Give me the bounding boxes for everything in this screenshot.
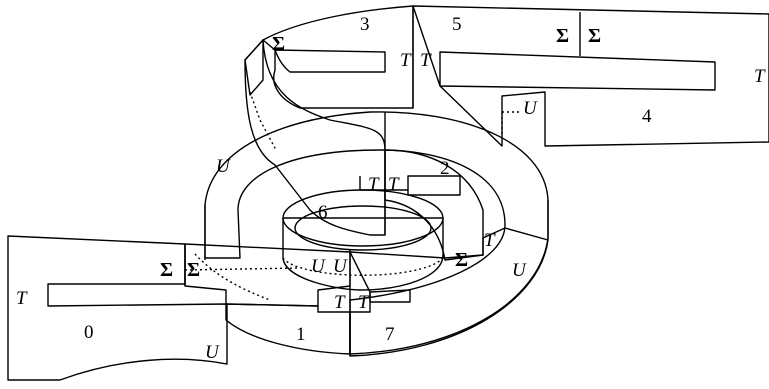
- label-U-c: U: [311, 256, 326, 277]
- label-0: 0: [84, 322, 94, 343]
- label-T-g: T: [16, 288, 28, 309]
- label-sigma-e: Σ: [187, 259, 200, 281]
- sheet-0: [7, 235, 228, 381]
- label-U-d: U: [333, 256, 348, 277]
- label-sigma-b: Σ: [556, 25, 569, 47]
- label-1: 1: [296, 324, 306, 345]
- label-T-a: T: [400, 50, 412, 71]
- label-2: 2: [440, 158, 450, 179]
- label-U-f: U: [205, 342, 220, 363]
- label-T-i: T: [358, 292, 370, 313]
- label-U-a: U: [523, 98, 538, 119]
- lower-right-strip: [349, 227, 549, 357]
- label-sigma-f: Σ: [455, 249, 468, 271]
- label-4: 4: [642, 106, 652, 127]
- upper-strip: [244, 5, 484, 261]
- label-T-h: T: [334, 292, 346, 313]
- label-3: 3: [360, 14, 370, 35]
- label-6: 6: [318, 202, 328, 223]
- label-T-d: T: [368, 174, 380, 195]
- label-sigma-a: Σ: [272, 33, 285, 55]
- lower-strip: [184, 243, 351, 356]
- label-U-b: U: [216, 156, 231, 177]
- outer-ring: [204, 111, 549, 355]
- label-T-b: T: [420, 50, 432, 71]
- label-U-e: U: [512, 260, 527, 281]
- label-sigma-d: Σ: [160, 259, 173, 281]
- labels: 3 5 Σ Σ Σ T T T U 4 U 2 T T 6 T Σ Σ Σ U …: [16, 14, 766, 363]
- label-5: 5: [452, 14, 462, 35]
- label-sigma-c: Σ: [588, 25, 601, 47]
- label-7: 7: [385, 324, 395, 345]
- label-T-e: T: [388, 174, 400, 195]
- inner-cylinder: [282, 189, 444, 291]
- label-T-f: T: [484, 230, 496, 251]
- label-T-c: T: [754, 66, 766, 87]
